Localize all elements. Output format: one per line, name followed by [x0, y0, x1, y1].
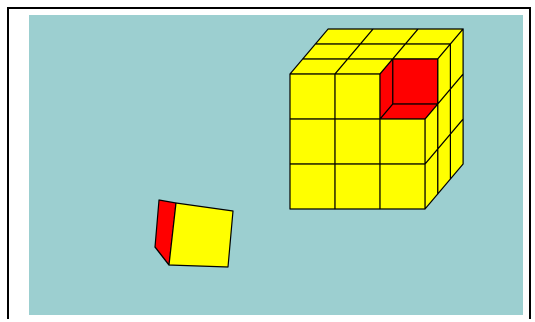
- cube-front-cell: [335, 74, 380, 119]
- loose-cube-front-face: [169, 203, 233, 267]
- cube-assembly: [290, 29, 463, 209]
- cube-front-cell: [335, 119, 380, 164]
- cube-front-cell: [290, 119, 335, 164]
- missing-cell-back-wall: [393, 59, 438, 104]
- cube-front-cell: [335, 164, 380, 209]
- game-frame: [7, 7, 531, 319]
- cube-front-cell: [380, 164, 425, 209]
- loose-cube-piece[interactable]: [155, 200, 233, 267]
- game-canvas: [9, 9, 529, 319]
- cube-front-cell: [290, 164, 335, 209]
- cube-front-cell: [380, 119, 425, 164]
- cube-front-cell: [290, 74, 335, 119]
